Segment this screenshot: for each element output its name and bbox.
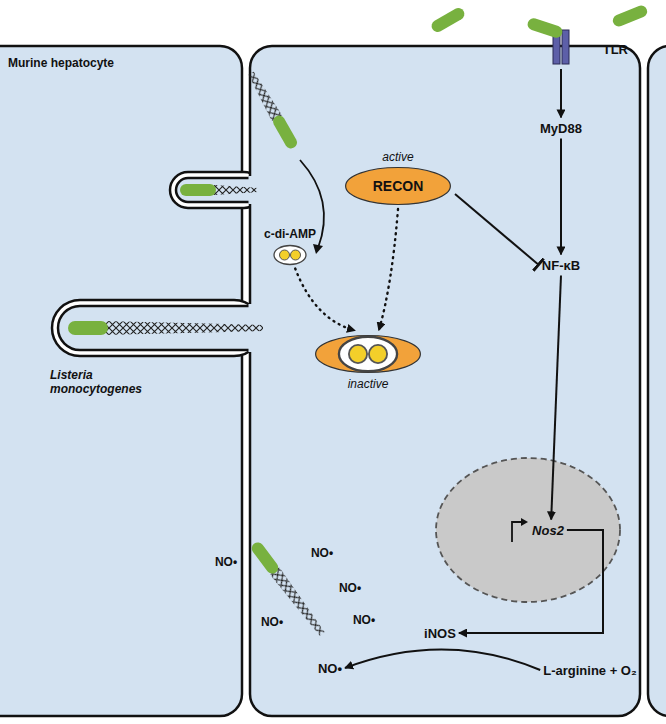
transcription-factor-label: NF-κB [542,258,580,273]
cell-type-label: Murine hepatocyte [8,56,114,70]
activation-arrow [560,69,562,118]
state-label: active [382,150,413,164]
left-cell [0,46,242,716]
substrate-label: L-arginine + O₂ [543,663,637,678]
c-di-amp-symbol [272,244,308,266]
bacterium [429,6,466,34]
second-messenger-node: c-di-AMP [264,227,316,266]
gene-label: Nos2 [532,523,564,538]
inhibition-connector [455,194,539,265]
bacterium [68,321,263,335]
protein-name: RECON [373,178,424,194]
product-label: NO• [318,661,342,676]
product-label: NO• [318,661,342,676]
bacterium [611,4,649,29]
adaptor-label: MyD88 [540,121,582,136]
species-label: Listeria monocytogenes [50,368,154,396]
activation-arrow [459,530,603,633]
substrate-label: L-arginine + O₂ [543,663,637,678]
protrusion [58,306,280,350]
protein-ellipse: inactive [314,334,422,391]
molecule-label: c-di-AMP [264,227,316,241]
activation-arrow [295,269,355,331]
receptor-node: TLR [548,32,628,66]
activation-arrow [551,276,561,520]
product-label: NO• [339,581,361,595]
receptor-label: TLR [603,42,628,57]
product-label: NO• [215,555,237,569]
enzyme-label: iNOS [424,626,456,641]
main-cell [250,46,640,716]
ellipse-body: RECON [344,166,452,206]
enzyme-label: iNOS [424,626,456,641]
activation-arrow [560,139,562,255]
ellipse-body [314,334,422,374]
promoter-arrow [512,522,522,542]
bacterium [180,184,258,196]
state-label: inactive [348,377,389,391]
bacterium [526,17,564,40]
product-label: NO• [311,546,333,560]
bacterium [246,70,299,150]
right-cell [648,46,666,716]
activation-arrow [345,649,540,670]
gene-label: Nos2 [532,523,564,538]
activation-arrow [379,209,398,331]
promoter-arrow-head [521,518,528,526]
product-label: NO• [353,613,375,627]
adaptor-label: MyD88 [540,121,582,136]
release-arrow-head [313,244,323,254]
c-di-amp-symbol [314,334,422,374]
protein-ellipse: activeRECON [344,150,452,206]
tlr-receptor [562,30,569,64]
transcription-factor-label: NF-κB [542,258,580,273]
product-label: NO• [261,615,283,629]
